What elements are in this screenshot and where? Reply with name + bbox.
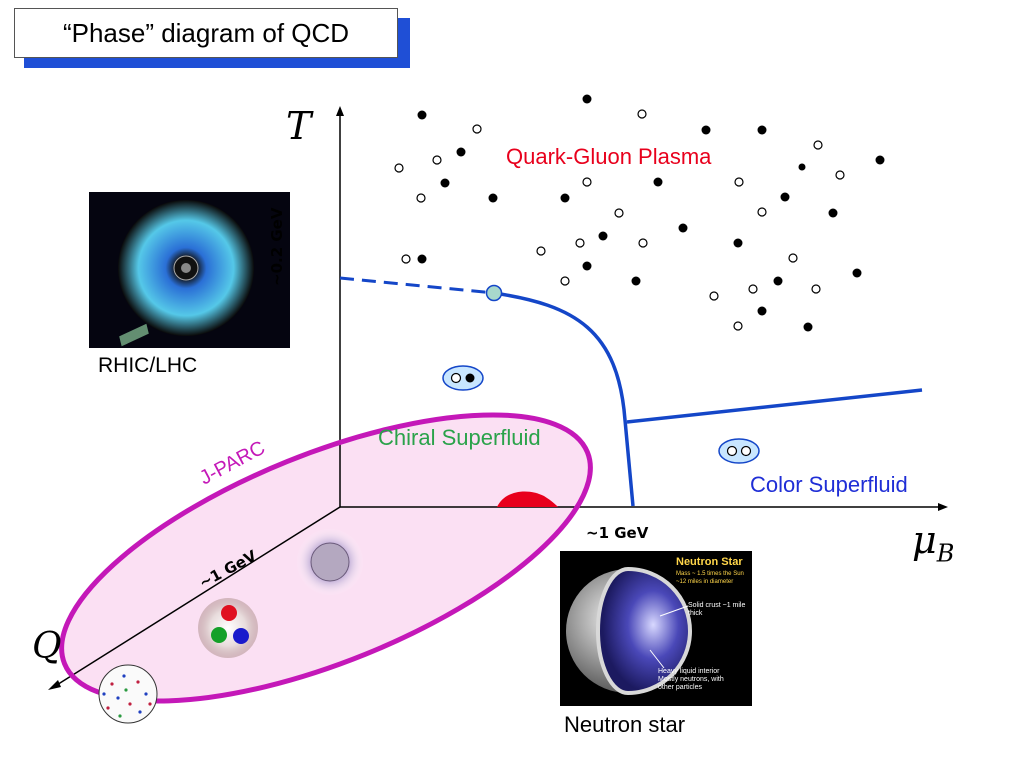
color-superfluid-label: Color Superfluid: [750, 472, 908, 497]
color-superconductor-line: [626, 388, 923, 424]
mu-symbol: μ: [912, 518, 937, 562]
t-tick-label: ~0.2 GeV: [268, 207, 286, 286]
meson-core: [310, 542, 350, 582]
neutron-star-image: [560, 551, 752, 706]
mu-tick-label: ~1 GeV: [586, 524, 649, 542]
mu-axis-arrow: [938, 503, 948, 511]
qgp-antiquarks: [394, 109, 845, 331]
rhic-collision-image: [89, 192, 290, 348]
chiral-transition-line: [493, 291, 635, 507]
crossover-line: [339, 276, 495, 295]
critical-point: [485, 284, 503, 302]
rhic-lhc-label: RHIC/LHC: [98, 354, 198, 377]
diquark-pair: [718, 438, 760, 464]
neutron-star-image-core: Heavy liquid interior Mostly neutrons, w…: [658, 668, 724, 691]
q-axis-arrow: [48, 680, 61, 690]
qgp-quarks: [417, 94, 885, 332]
chiral-condensate-pair: [442, 365, 484, 391]
neutron-star-image-title: Neutron Star: [676, 556, 743, 568]
mu-axis-label: μB: [912, 518, 954, 568]
qgp-label: Quark-Gluon Plasma: [506, 144, 712, 169]
nucleus-icon: [98, 664, 158, 724]
t-axis-arrow: [336, 106, 344, 116]
baryon-quarks: [211, 605, 249, 644]
t-axis-label: T: [286, 104, 312, 148]
neutron-star-image-crust: Solid crust ~1 mile thick: [688, 602, 746, 617]
slide-title: “Phase” diagram of QCD: [14, 8, 398, 58]
chiral-superfluid-label: Chiral Superfluid: [378, 425, 541, 450]
neutron-star-label: Neutron star: [564, 712, 686, 737]
jparc-ellipse: [59, 412, 593, 704]
mu-subscript: B: [936, 539, 955, 568]
q-axis: [51, 506, 341, 689]
neutron-star-image-subtitle: Mass ~ 1.5 times the Sun ~12 miles in di…: [676, 571, 744, 585]
nuclear-matter-region: [497, 491, 558, 507]
q-axis-label: Q: [32, 626, 62, 667]
